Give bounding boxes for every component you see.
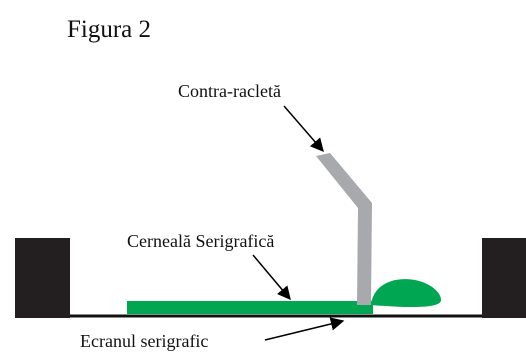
ink-pool xyxy=(371,279,441,308)
squeegee-arrow xyxy=(283,105,324,153)
squeegee-label: Contra-racletă xyxy=(178,81,281,101)
frame-left-post xyxy=(15,238,70,318)
screen-label: Ecranul serigrafic xyxy=(80,331,208,351)
ink-label: Cerneală Serigrafică xyxy=(127,231,274,251)
figure-title: Figura 2 xyxy=(67,16,151,43)
squeegee xyxy=(316,153,372,305)
frame-right-post xyxy=(482,238,526,318)
screen-arrow xyxy=(264,317,345,341)
ink-arrow xyxy=(252,254,291,301)
ink-layer xyxy=(127,301,373,314)
